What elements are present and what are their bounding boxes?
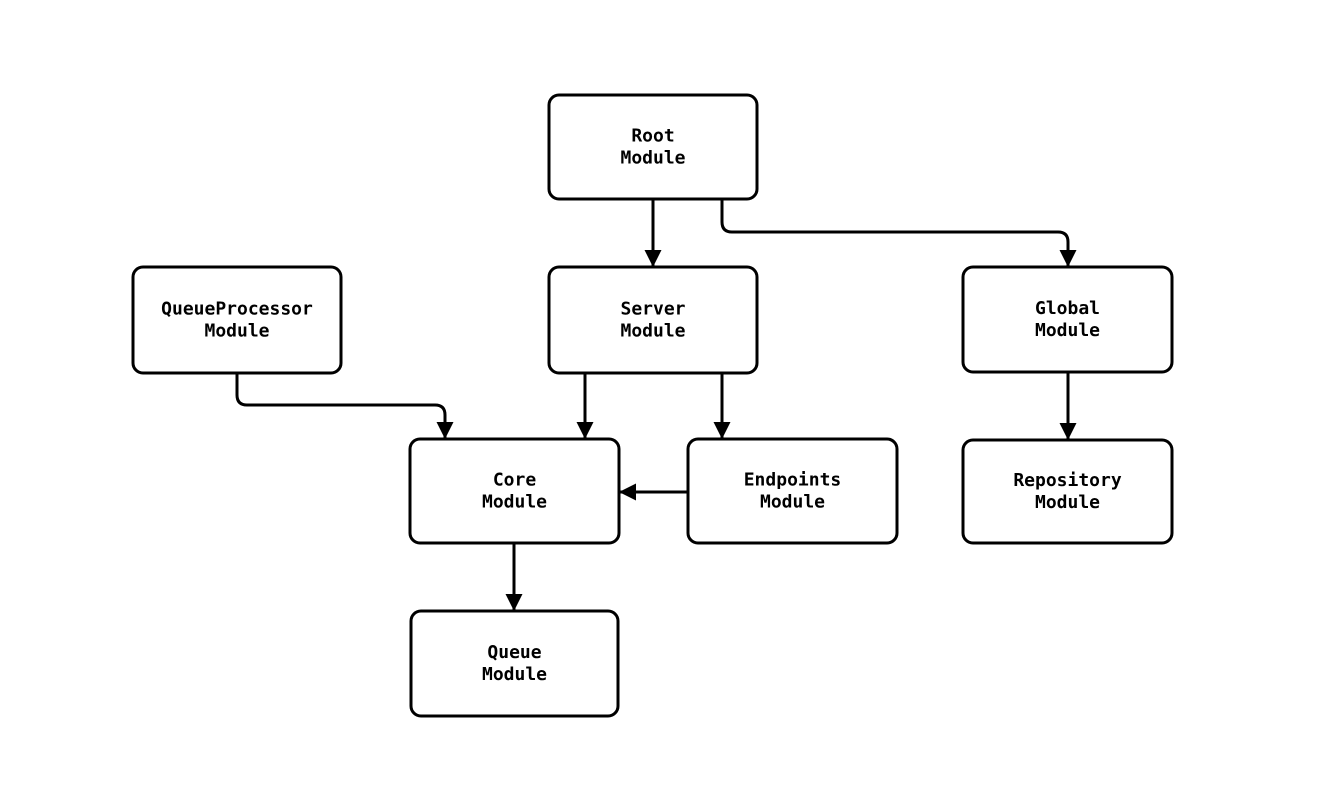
- node-label-line: Module: [620, 321, 685, 342]
- node-label-line: Root: [631, 126, 674, 147]
- node-box-root: [547, 93, 759, 201]
- edges-layer: [235, 199, 1077, 611]
- node-label-line: Global: [1035, 298, 1100, 319]
- node-label-line: Module: [760, 492, 825, 513]
- edge-queueprocessor-to-core: [235, 373, 454, 439]
- node-label-line: Queue: [487, 642, 541, 663]
- node-label-line: Repository: [1013, 470, 1122, 491]
- node-label-line: Endpoints: [744, 470, 842, 491]
- node-label-line: Module: [1035, 320, 1100, 341]
- node-label-line: Module: [1035, 492, 1100, 513]
- node-box-core: [408, 437, 621, 545]
- node-box-repository: [961, 438, 1174, 545]
- edge-root-to-global: [720, 199, 1077, 267]
- node-box-server: [547, 265, 759, 375]
- node-label-line: Module: [482, 664, 547, 685]
- node-label-line: Server: [620, 299, 685, 320]
- node-box-global: [961, 265, 1174, 374]
- node-label-line: QueueProcessor: [161, 299, 313, 320]
- node-box-endpoints: [686, 437, 899, 545]
- node-label-line: Module: [482, 492, 547, 513]
- node-box-queue: [409, 609, 620, 718]
- node-box-queueprocessor: [131, 265, 343, 375]
- node-label-line: Core: [493, 470, 537, 491]
- node-label-line: Module: [620, 148, 685, 169]
- node-label-line: Module: [204, 321, 269, 342]
